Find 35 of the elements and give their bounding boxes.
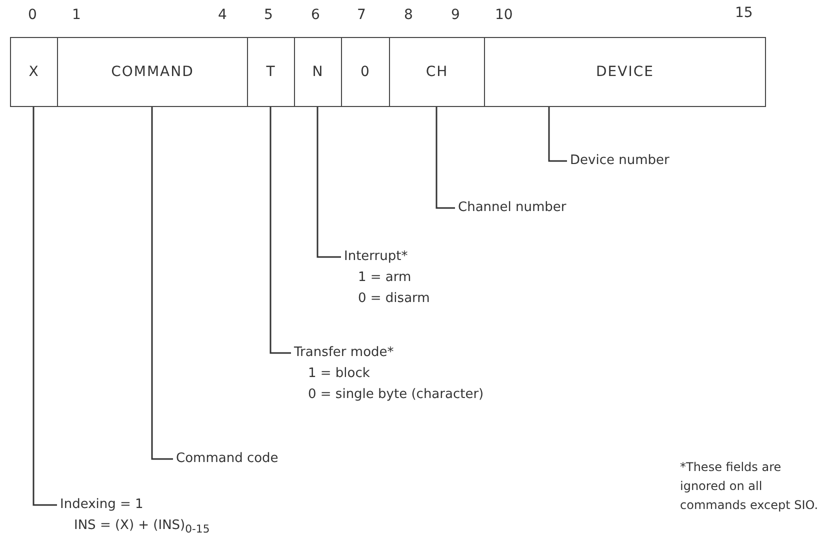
bit-number: 8 [404, 7, 413, 23]
leader-line [270, 107, 291, 354]
bit-field: DEVICE [484, 37, 766, 107]
field-description: Interrupt* [344, 248, 409, 266]
bit-field: N [294, 37, 342, 107]
bit-number: 0 [28, 7, 37, 23]
leader-line [316, 107, 341, 258]
leader-line [548, 107, 567, 162]
bit-field: X [10, 37, 58, 107]
bit-number: 9 [451, 7, 460, 23]
bit-field: 0 [341, 37, 390, 107]
footnote: *These fields are ignored on all commands except SIO. [680, 459, 820, 514]
field-description: Device number [570, 150, 670, 171]
value-meaning: 0 = disarm [357, 290, 430, 308]
field-description: Channel number [458, 197, 566, 218]
leader-line [32, 107, 57, 506]
field-description: Transfer mode* [294, 344, 395, 362]
bit-number: 5 [264, 7, 273, 23]
bit-field: T [247, 37, 295, 107]
field-description: Command code [176, 448, 278, 469]
value-meaning: 1 = arm [357, 269, 412, 287]
value-meaning: 1 = block [307, 365, 371, 383]
bit-number: 1 [72, 7, 81, 23]
bit-number: 7 [357, 7, 366, 23]
bit-number: 15 [735, 5, 753, 21]
value-meaning: 0 = single byte (character) [307, 386, 484, 404]
bit-number: 10 [495, 7, 513, 23]
bit-number: 6 [311, 7, 320, 23]
bit-field: CH [389, 37, 485, 107]
bit-number: 4 [218, 7, 227, 23]
leader-line [151, 107, 173, 460]
value-meaning: INS = (X) + (INS)$_{0-15}$ [73, 517, 210, 533]
leader-line [436, 107, 455, 209]
bit-field: COMMAND [57, 37, 248, 107]
field-description: Indexing = 1 [60, 496, 144, 514]
